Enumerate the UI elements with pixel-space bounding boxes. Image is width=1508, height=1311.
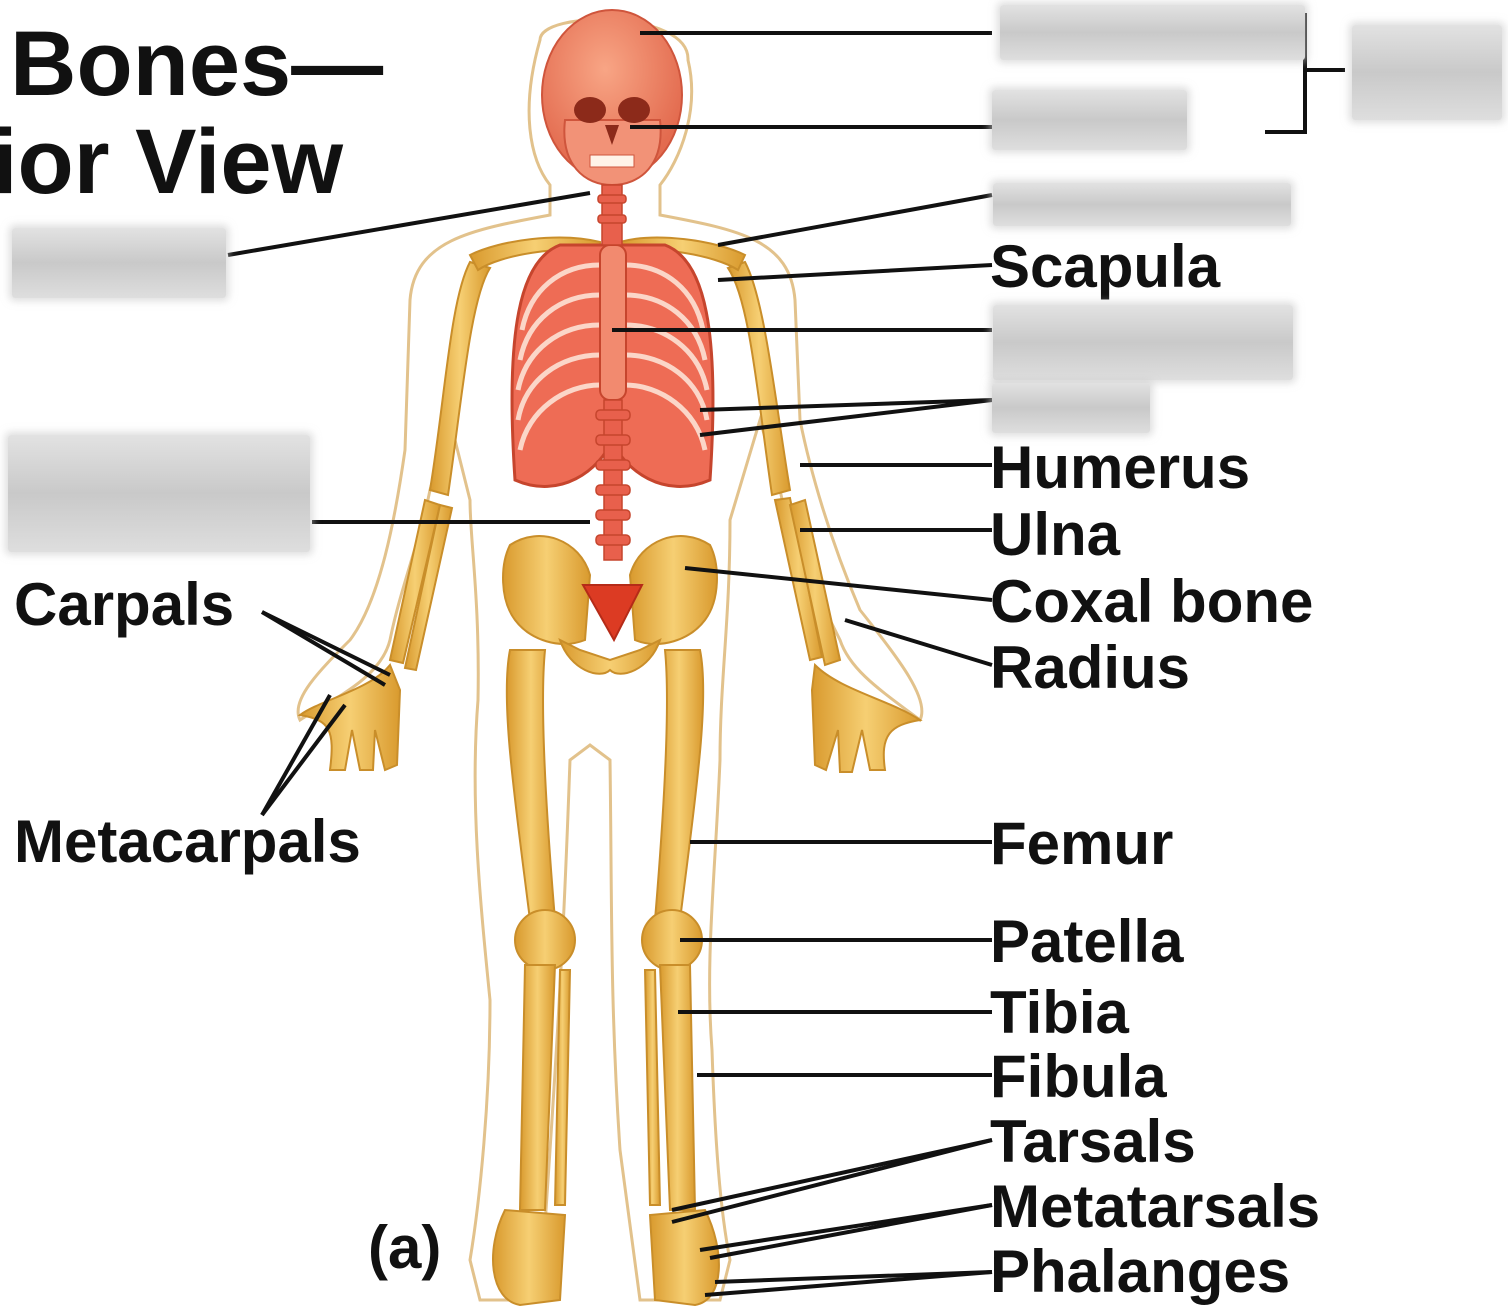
answer-box-sternum[interactable] — [993, 305, 1293, 380]
label-phalanges: Phalanges — [990, 1238, 1290, 1305]
answer-box-skull[interactable] — [1000, 5, 1305, 60]
label-humerus: Humerus — [990, 434, 1250, 501]
label-coxal-bone: Coxal bone — [990, 568, 1313, 635]
title-line-2: ior View — [0, 111, 344, 213]
answer-box-clavicle[interactable] — [993, 183, 1291, 226]
label-patella: Patella — [990, 908, 1184, 975]
panel-label: (a) — [368, 1214, 441, 1281]
label-fibula: Fibula — [990, 1043, 1167, 1110]
answer-box-vertebrae[interactable] — [8, 435, 310, 552]
label-metatarsals: Metatarsals — [990, 1173, 1320, 1240]
label-radius: Radius — [990, 634, 1190, 701]
sternum — [600, 245, 626, 400]
answer-box-facial-bones[interactable] — [992, 90, 1187, 150]
label-metacarpals: Metacarpals — [14, 808, 361, 875]
label-scapula: Scapula — [990, 233, 1221, 300]
title-line-1: Bones— — [10, 13, 383, 115]
answer-box-cranium[interactable] — [12, 228, 226, 298]
label-femur: Femur — [990, 810, 1173, 877]
label-tarsals: Tarsals — [990, 1108, 1196, 1175]
label-ulna: Ulna — [990, 501, 1121, 568]
answer-box-axial-skeleton[interactable] — [1352, 25, 1502, 120]
label-tibia: Tibia — [990, 979, 1130, 1046]
label-carpals: Carpals — [14, 571, 234, 638]
answer-box-ribs[interactable] — [992, 383, 1150, 433]
